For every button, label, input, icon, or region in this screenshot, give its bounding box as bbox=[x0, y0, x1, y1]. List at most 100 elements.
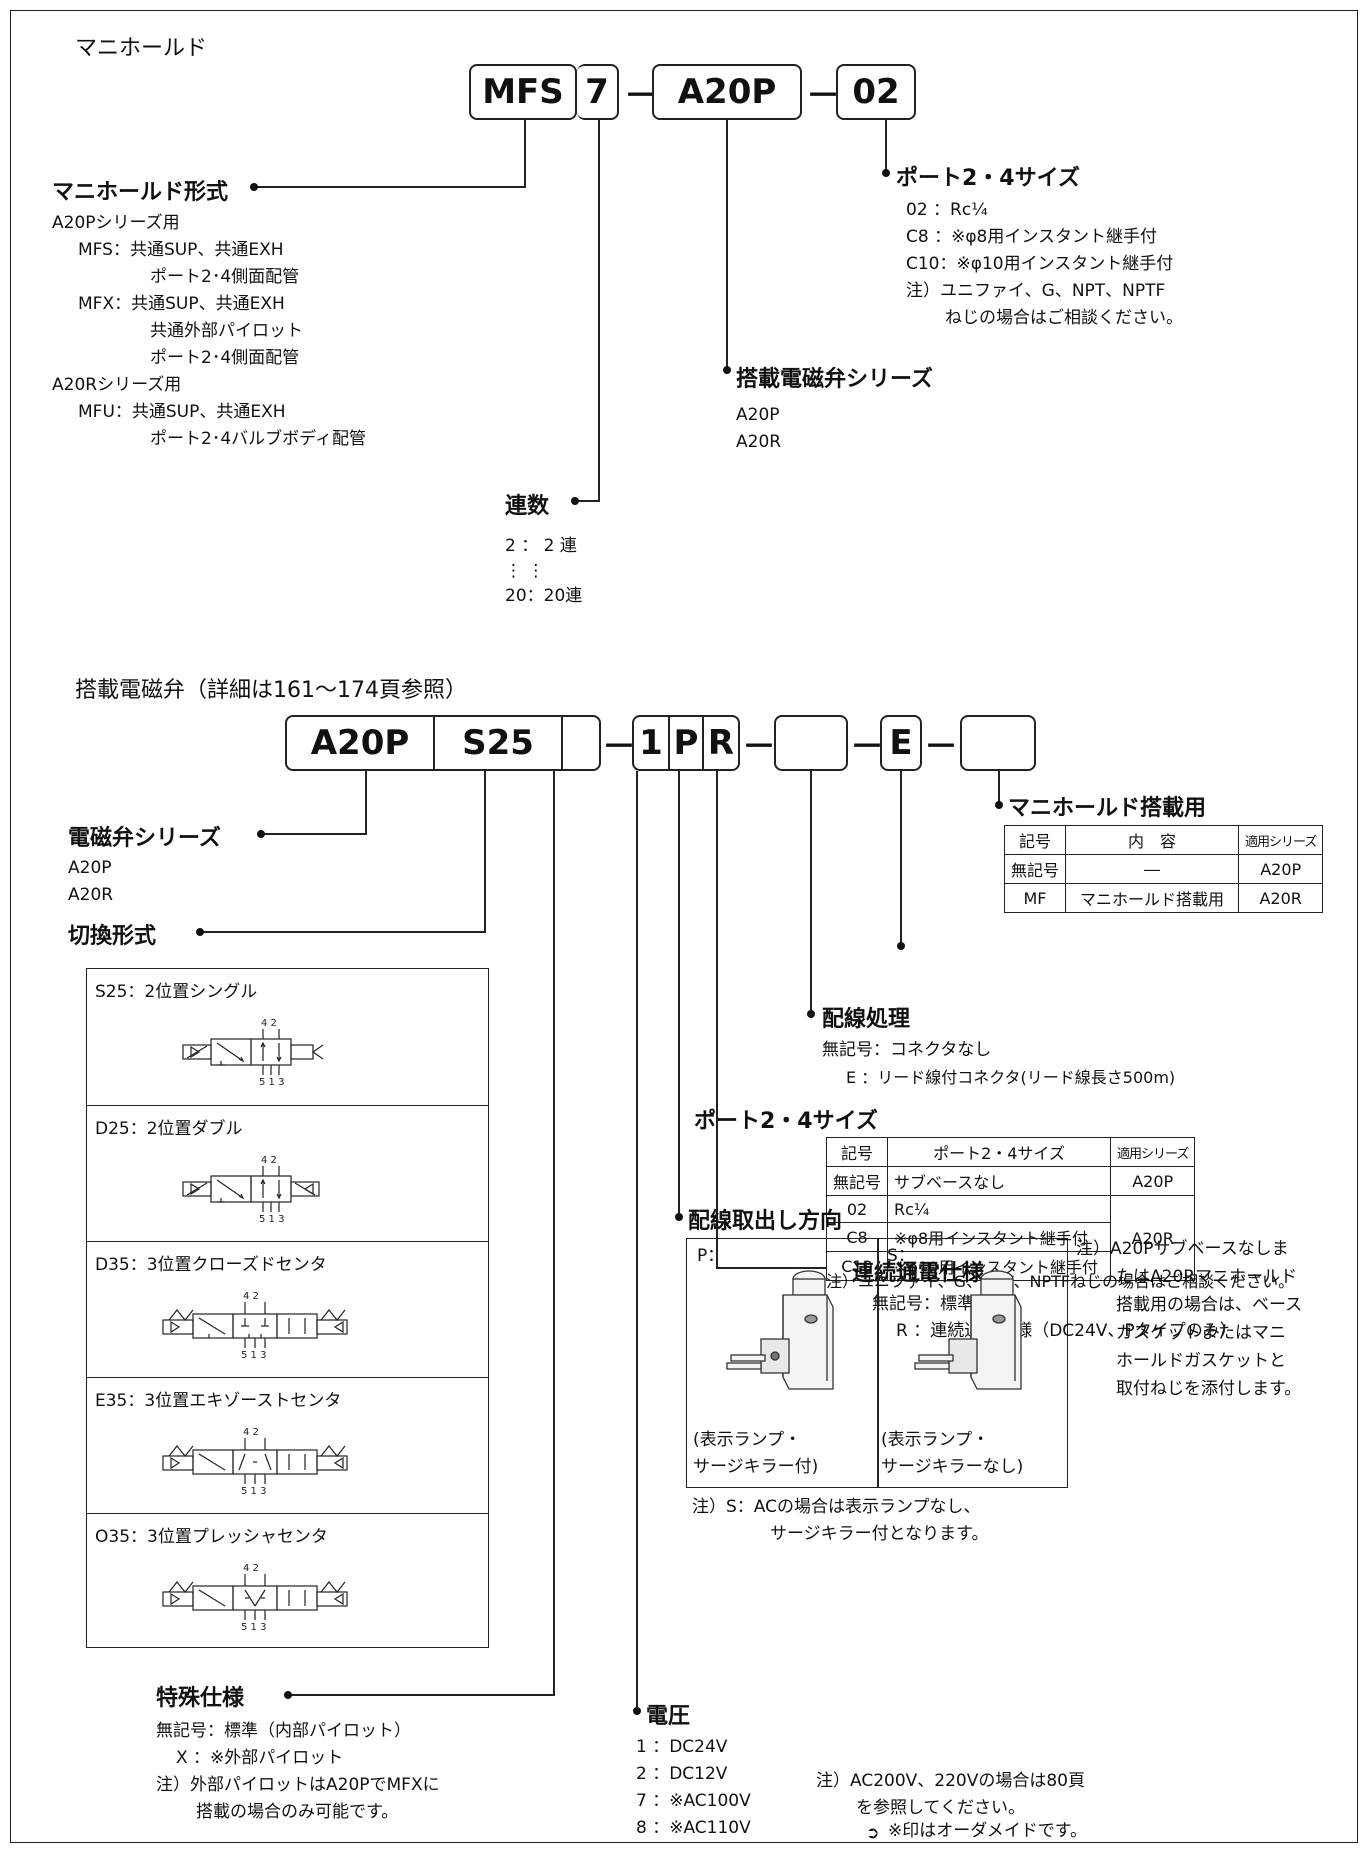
wiring-heading: 配線処理 bbox=[822, 1007, 911, 1032]
voltage-line: 8 ：※AC110V bbox=[636, 1818, 751, 1838]
port-label-bottom: 5 1 3 bbox=[241, 1486, 266, 1497]
leader-dot bbox=[995, 801, 1003, 809]
leader-line bbox=[810, 771, 812, 1014]
manifold-type-heading: マニホールド形式 bbox=[52, 180, 229, 205]
table-cell: ― bbox=[1065, 854, 1240, 884]
code-box-valve: A20P bbox=[652, 64, 802, 120]
leader-dot bbox=[675, 1213, 683, 1221]
code-box-valve-series: A20P bbox=[285, 715, 435, 771]
port-label-bottom: 5 1 3 bbox=[259, 1077, 284, 1088]
switching-table: S25：2位置シングル 4 2 5 1 3 D25：2位置ダブル bbox=[86, 968, 489, 1648]
table-header: 適用シリーズ bbox=[1110, 1137, 1196, 1167]
valve-symbol-icon: 4 2 5 1 3 bbox=[182, 1018, 324, 1088]
special-line: 注）外部パイロットはA20PでMFXに bbox=[156, 1775, 440, 1795]
leader-line bbox=[288, 1694, 555, 1696]
voltage-line: 2 ：DC12V bbox=[636, 1764, 728, 1784]
table-cell: A20R bbox=[1238, 883, 1324, 913]
voltage-heading: 電圧 bbox=[646, 1704, 691, 1729]
manifold-type-line: MFS：共通SUP、共通EXH bbox=[78, 240, 284, 260]
port-label-top: 4 2 bbox=[261, 1155, 277, 1166]
switching-item: D35：3位置クローズドセンタ 4 2 5 1 3 bbox=[87, 1241, 488, 1377]
code-box-continuous: R bbox=[702, 715, 740, 771]
manifold-type-line: MFX：共通SUP、共通EXH bbox=[78, 294, 285, 314]
direction-s-caption: (表示ランプ・ bbox=[881, 1430, 990, 1450]
manifold-type-line: ポート2･4バルブボディ配管 bbox=[150, 429, 366, 449]
manifold-title: マニホールド bbox=[75, 36, 208, 61]
code-dash: － bbox=[924, 727, 958, 767]
port-size-heading: ポート2・4サイズ bbox=[896, 166, 1080, 191]
table-header: 内 容 bbox=[1065, 825, 1240, 855]
leader-line bbox=[576, 500, 600, 502]
direction-note-side: ホールドガスケットと bbox=[1116, 1351, 1286, 1371]
table-header-row: 記号 内 容 適用シリーズ bbox=[1003, 825, 1324, 855]
code-box-manifold-mount bbox=[960, 715, 1036, 771]
port-label-top: 4 2 bbox=[243, 1563, 259, 1574]
table-cell: 無記号 bbox=[1003, 854, 1067, 884]
port-size-line: 02 ：Rc¼ bbox=[906, 200, 988, 220]
code-dash: － bbox=[850, 727, 884, 767]
continuous-line: 無記号：標準 bbox=[872, 1294, 974, 1314]
table-header: 記号 bbox=[1003, 825, 1067, 855]
valve-series-line: A20R bbox=[68, 885, 114, 905]
switching-item: O35：3位置プレッシャセンタ 4 2 5 1 3 bbox=[87, 1513, 488, 1649]
leader-dot bbox=[571, 497, 579, 505]
special-line: 無記号：標準（内部パイロット） bbox=[156, 1721, 411, 1741]
code-box-voltage: 1 bbox=[632, 715, 670, 771]
table-header: ポート2・4サイズ bbox=[887, 1137, 1112, 1167]
manifold-type-line: ポート2･4側面配管 bbox=[150, 267, 300, 287]
direction-s-caption: サージキラーなし) bbox=[881, 1457, 1024, 1477]
direction-note-side: 取付ねじを添付します。 bbox=[1116, 1379, 1302, 1399]
direction-p-label: P： bbox=[697, 1246, 725, 1266]
direction-heading: 配線取出し方向 bbox=[688, 1209, 843, 1234]
leader-line bbox=[598, 120, 600, 502]
table-cell: MF bbox=[1003, 883, 1067, 913]
leader-line bbox=[716, 1267, 844, 1269]
code-dash: － bbox=[742, 727, 776, 767]
switching-item: E35：3位置エキゾーストセンタ 4 2 5 1 3 bbox=[87, 1377, 488, 1513]
leader-line bbox=[900, 771, 902, 946]
direction-note-side: ガスケットまたはマニ bbox=[1116, 1323, 1286, 1343]
leader-dot bbox=[723, 366, 731, 374]
valve-series-line: A20R bbox=[736, 432, 782, 452]
switching-label: D35：3位置クローズドセンタ bbox=[95, 1255, 327, 1275]
direction-s-label: S： bbox=[887, 1246, 915, 1266]
port-size-line: C10：※φ10用インスタント継手付 bbox=[906, 254, 1174, 274]
valve-series-heading: 電磁弁シリーズ bbox=[68, 826, 221, 851]
leader-dot bbox=[257, 830, 265, 838]
leader-dot bbox=[196, 928, 204, 936]
table-row: MF マニホールド搭載用 A20R bbox=[1003, 883, 1324, 913]
valve-symbol-icon: 4 2 5 1 3 bbox=[162, 1291, 348, 1361]
leader-line bbox=[726, 120, 728, 370]
table-row: 無記号 ― A20P bbox=[1003, 854, 1324, 884]
switching-item: S25：2位置シングル 4 2 5 1 3 bbox=[87, 969, 488, 1105]
page-frame bbox=[10, 10, 1358, 1843]
special-line: 搭載の場合のみ可能です。 bbox=[196, 1802, 399, 1822]
direction-note-bottom: サージキラー付となります。 bbox=[770, 1524, 989, 1544]
manifold-type-line: MFU：共通SUP、共通EXH bbox=[78, 402, 286, 422]
port-label-bottom: 5 1 3 bbox=[241, 1622, 266, 1633]
port-size-line: C8 ：※φ8用インスタント継手付 bbox=[906, 227, 1158, 247]
direction-note-side: 搭載用の場合は、ベース bbox=[1116, 1295, 1303, 1315]
direction-note-side: たはA20Rマニホールド bbox=[1116, 1267, 1298, 1287]
port-table-note: 注）ユニファイ、G、NPT、NPTFねじの場合はご相談ください。 bbox=[826, 1272, 1295, 1291]
port-label-top: 4 2 bbox=[243, 1427, 259, 1438]
valve-series-line: A20P bbox=[736, 405, 780, 425]
valve-symbol-icon: 4 2 5 1 3 bbox=[162, 1563, 348, 1633]
table-cell: A20P bbox=[1238, 854, 1324, 884]
manifold-type-line: A20Rシリーズ用 bbox=[52, 375, 182, 395]
port-size-line: 注）ユニファイ、G、NPT、NPTF bbox=[906, 281, 1166, 301]
leader-line bbox=[885, 120, 887, 172]
table-cell: サブベースなし bbox=[887, 1166, 1112, 1196]
leader-line bbox=[484, 771, 486, 933]
leader-dot bbox=[897, 942, 905, 950]
voltage-line: 1 ：DC24V bbox=[636, 1737, 728, 1757]
code-box-series: MFS bbox=[469, 64, 577, 120]
continuous-heading: 連続通電仕様 bbox=[852, 1261, 985, 1286]
stations-line: 20：20連 bbox=[505, 586, 583, 606]
manifold-type-line: ポート2･4側面配管 bbox=[150, 348, 300, 368]
code-dash: － bbox=[806, 76, 840, 116]
leader-line bbox=[678, 771, 680, 1217]
port-label-top: 4 2 bbox=[261, 1018, 277, 1029]
switching-label: S25：2位置シングル bbox=[95, 982, 258, 1002]
valve-title: 搭載電磁弁（詳細は161～174頁参照） bbox=[75, 678, 467, 703]
